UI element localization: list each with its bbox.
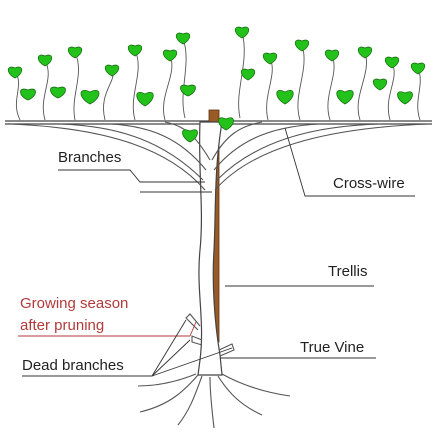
- vine-leaf-icon: [127, 44, 143, 57]
- vine-leaf-icon: [262, 52, 278, 65]
- leader-lines: [18, 127, 415, 377]
- vine-leaf-icon: [276, 90, 294, 105]
- vine-trunk: [197, 121, 223, 376]
- vine-leaf-icon: [384, 56, 400, 69]
- vine-leaf-icon: [240, 68, 256, 81]
- vine-leaf-icon: [175, 32, 191, 45]
- vine-foliage: [7, 26, 426, 143]
- vine-leaf-icon: [294, 39, 310, 52]
- vine-leaf-icon: [218, 117, 234, 131]
- vine-leaf-icon: [80, 90, 100, 105]
- vine-leaf-icon: [37, 54, 53, 67]
- vine-leaf-icon: [136, 92, 154, 107]
- vine-leaf-icon: [67, 46, 83, 59]
- vine-leaf-icon: [180, 84, 196, 97]
- label-true-vine: True Vine: [300, 339, 364, 356]
- vine-leaf-icon: [50, 86, 66, 99]
- vine-leaf-icon: [357, 46, 373, 59]
- label-branches: Branches: [58, 149, 121, 166]
- vine-leaf-icon: [410, 62, 426, 75]
- vine-leaf-icon: [234, 26, 250, 39]
- vine-leaf-icon: [162, 49, 178, 62]
- label-cross-wire: Cross-wire: [333, 175, 405, 192]
- vine-branches: [9, 121, 431, 191]
- label-growing-season-line1: Growing season: [20, 295, 128, 312]
- label-trellis: Trellis: [328, 263, 367, 280]
- vine-leaf-icon: [336, 90, 354, 105]
- vine-leaf-icon: [372, 78, 388, 91]
- dead-branch-stubs: [185, 313, 235, 357]
- vine-leaf-icon: [7, 66, 23, 79]
- vine-leaf-icon: [20, 88, 36, 101]
- vine-roots: [137, 373, 291, 429]
- label-growing-season-line2: after pruning: [20, 317, 104, 334]
- vine-leaf-icon: [324, 49, 340, 62]
- vine-leaf-icon: [104, 64, 120, 77]
- vine-leaf-icon: [182, 129, 198, 143]
- vine-leaf-icon: [397, 91, 413, 105]
- label-dead-branches: Dead branches: [22, 357, 124, 374]
